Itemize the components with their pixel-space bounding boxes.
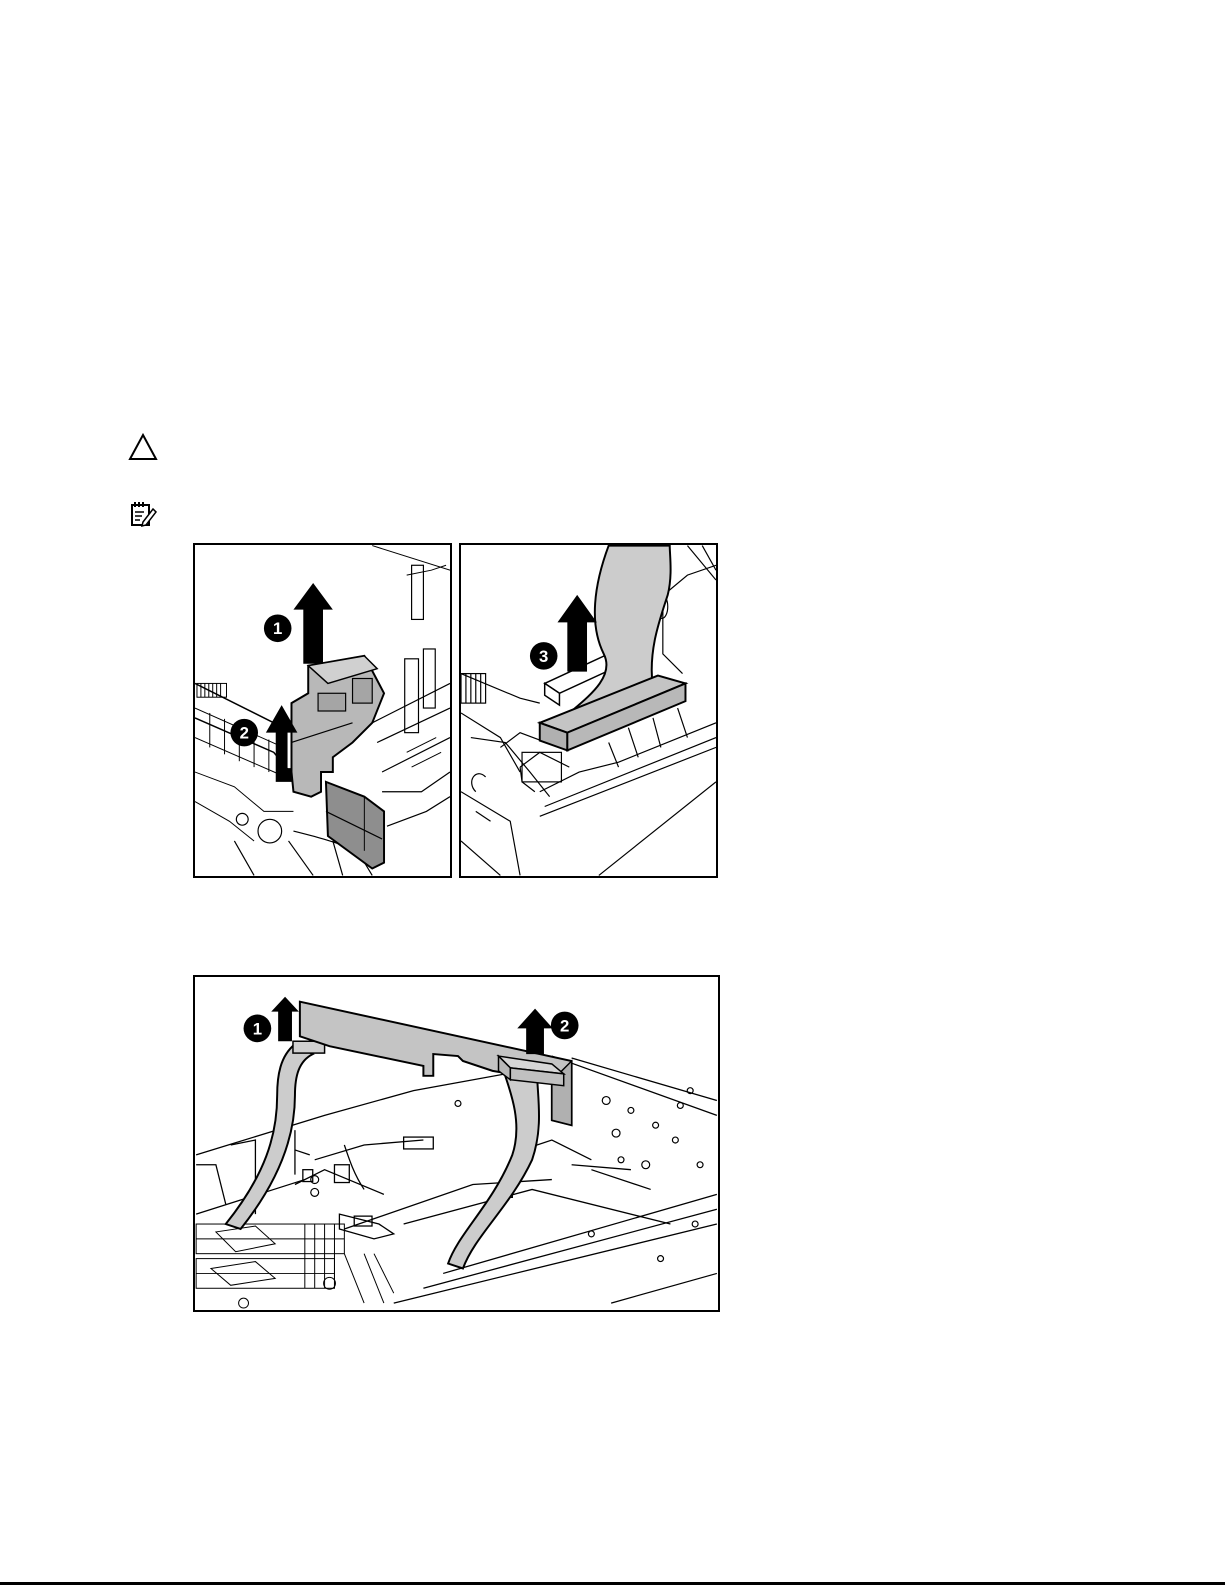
cable-guide-removal-illustration: 1 2 <box>195 545 450 876</box>
figure-1-left-panel: 1 2 <box>193 543 452 878</box>
callout-2: 2 <box>560 1016 569 1035</box>
callout-3: 3 <box>539 647 548 666</box>
figure-2-panel: 1 2 <box>193 975 720 1312</box>
callout-2: 2 <box>240 724 249 743</box>
figure-1-right-panel: 3 <box>459 543 718 878</box>
caution-triangle-icon <box>128 433 158 461</box>
cable-and-board-removal-illustration: 1 2 <box>195 977 718 1310</box>
cable-disconnect-illustration: 3 <box>461 545 716 876</box>
callout-1: 1 <box>273 619 282 638</box>
note-pad-icon <box>129 500 157 528</box>
callout-1: 1 <box>253 1019 262 1038</box>
